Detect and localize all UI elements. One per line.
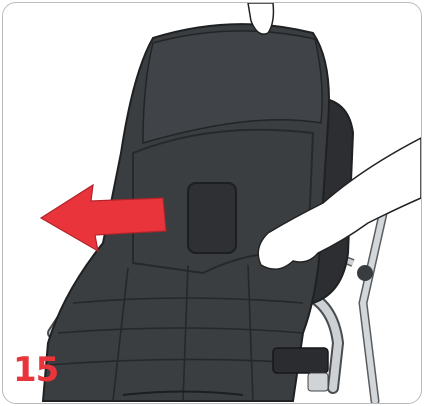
seat-slot — [188, 183, 236, 253]
step-number: 15 — [13, 353, 58, 387]
stroller-seat-illustration — [3, 3, 421, 403]
